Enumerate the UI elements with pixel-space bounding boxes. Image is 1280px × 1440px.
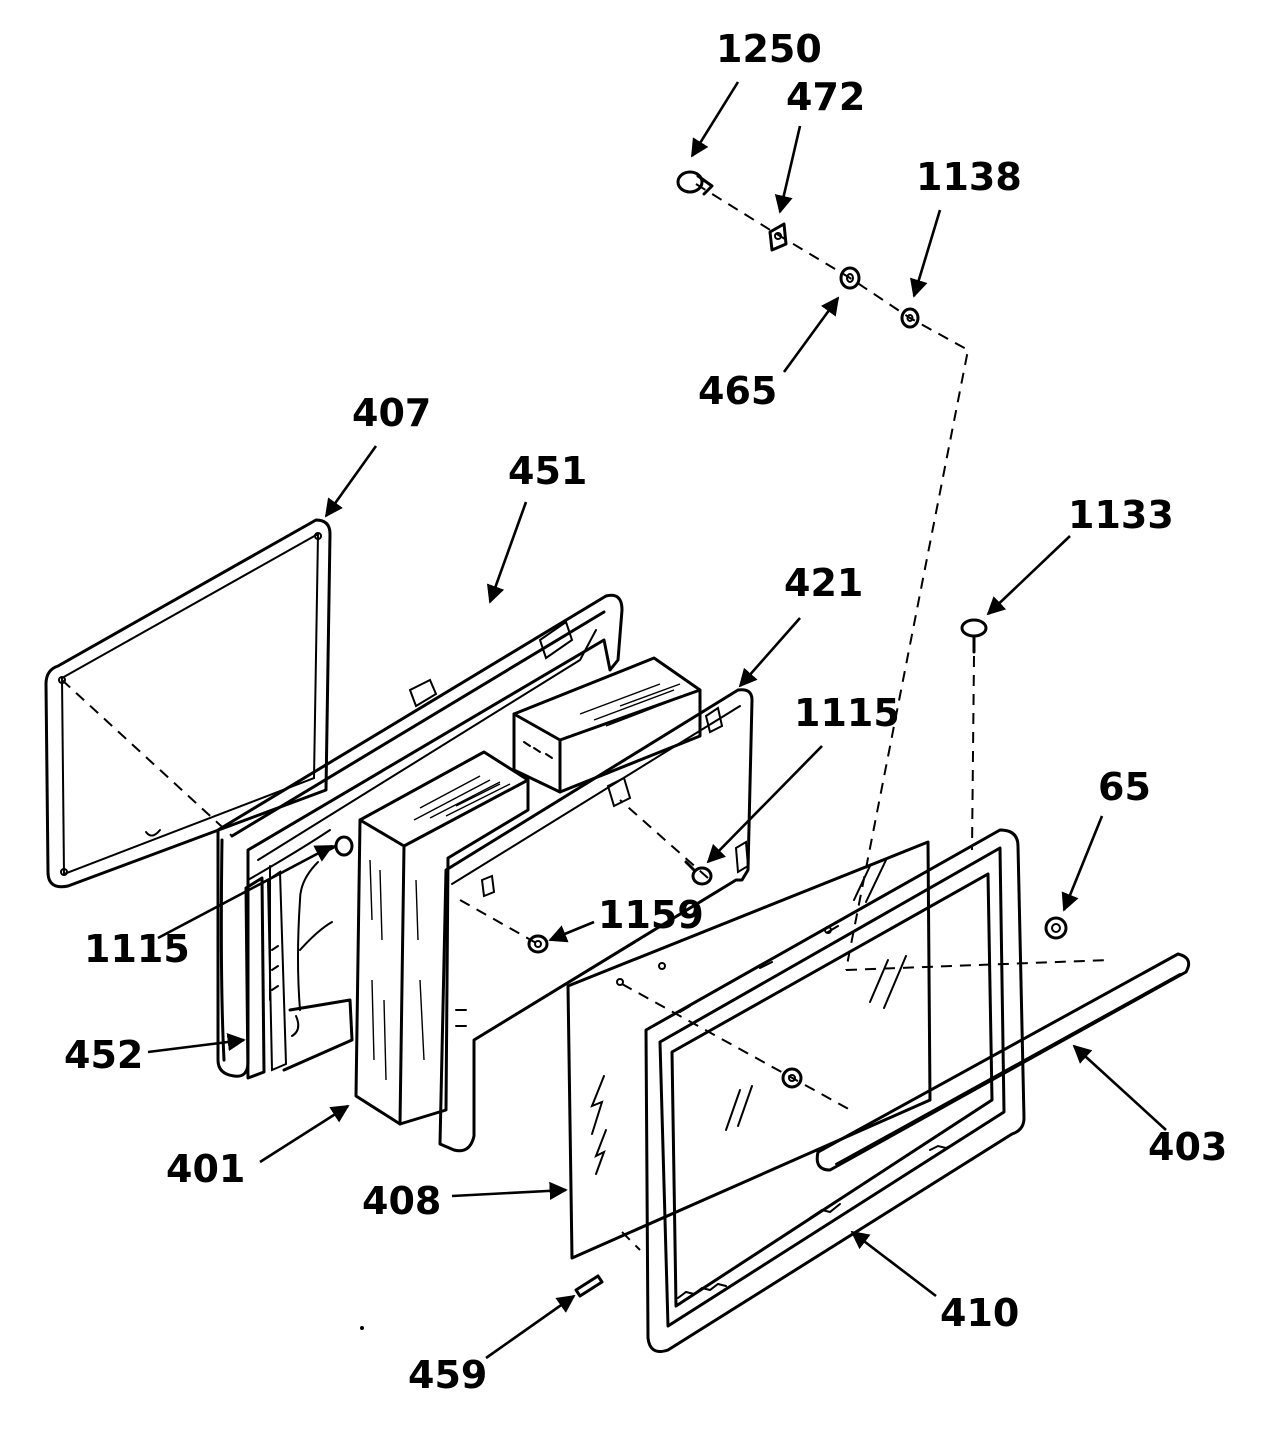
- callout-465: 465: [698, 369, 777, 413]
- glass-408: [566, 840, 932, 1260]
- nut-1159: [527, 934, 549, 954]
- nut-1138: [900, 307, 920, 329]
- washer-465: [839, 266, 861, 290]
- assembly-lines: [61, 183, 1111, 1251]
- screw-1115-left: [322, 835, 354, 857]
- callout-65: 65: [1098, 765, 1151, 809]
- door-liner-451: [216, 593, 624, 1078]
- insulation-401: [354, 656, 702, 1126]
- callout-1115-right: 1115: [794, 691, 900, 735]
- callout-1250: 1250: [716, 27, 822, 71]
- speck: [360, 1326, 364, 1330]
- callout-403: 403: [1148, 1125, 1227, 1169]
- callout-452: 452: [64, 1033, 143, 1077]
- screw-1133: [960, 618, 988, 654]
- callout-401: 401: [166, 1147, 245, 1191]
- screw-1115-right: [684, 860, 713, 886]
- door-frame-410: [644, 828, 1026, 1353]
- gasket-407: [44, 518, 332, 889]
- callout-459: 459: [408, 1353, 487, 1397]
- screw-1250: [676, 170, 714, 196]
- callout-1115-left: 1115: [84, 927, 190, 971]
- callout-1138: 1138: [916, 155, 1022, 199]
- callout-451: 451: [508, 449, 587, 493]
- bushing-center: [781, 1067, 803, 1089]
- handle-403: [815, 952, 1191, 1172]
- callout-1133: 1133: [1068, 493, 1174, 537]
- callout-421: 421: [784, 561, 863, 605]
- callout-472: 472: [786, 75, 865, 119]
- callout-410: 410: [940, 1291, 1019, 1335]
- clip-459: [574, 1274, 604, 1298]
- callout-408: 408: [362, 1179, 441, 1223]
- callout-407: 407: [352, 391, 431, 435]
- nut-65: [1044, 916, 1068, 940]
- callout-1159: 1159: [598, 893, 704, 937]
- inner-panel-421: [438, 688, 754, 1153]
- leaders: [147, 81, 1167, 1360]
